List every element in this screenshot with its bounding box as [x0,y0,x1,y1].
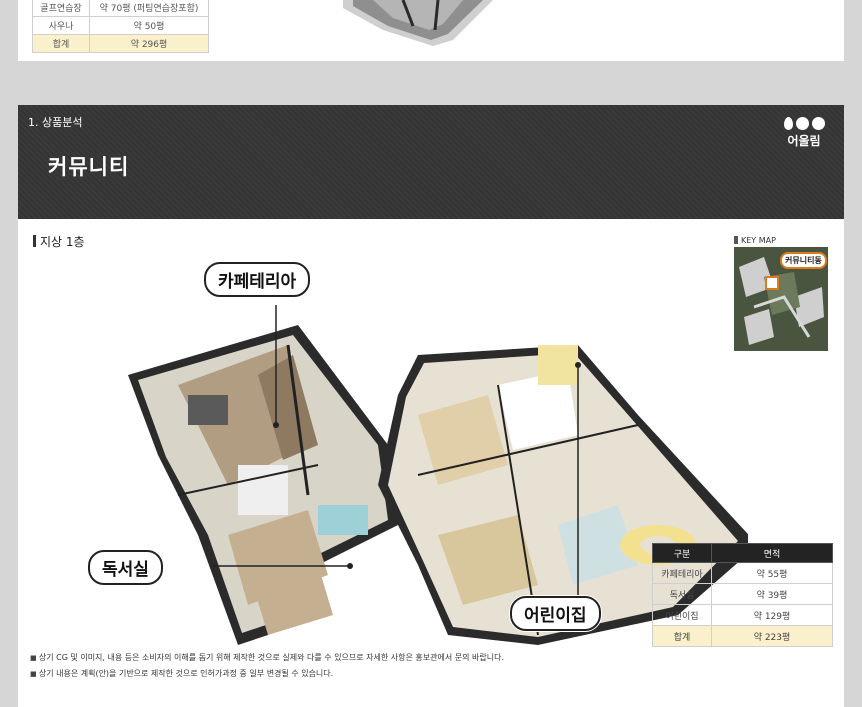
floor-label: 지상 1층 [33,233,85,250]
table-row: 카페테리아 약 55평 [652,562,833,584]
header-banner: 1. 상품분석 커뮤니티 어울림 [18,105,844,219]
table-row-total: 합계 약 223평 [652,625,833,647]
key-map-badge: 커뮤니티동 [780,252,827,269]
footnote: 상기 CG 및 이미지, 내용 등은 소비자의 이해를 돕기 위해 제작한 것으… [30,650,504,666]
footnotes: 상기 CG 및 이미지, 내용 등은 소비자의 이해를 돕기 위해 제작한 것으… [30,650,504,682]
table-row: 어린이집 약 129평 [652,604,833,626]
table-row: 골프연습장 약 70평 (퍼팅연습장포함) [32,0,209,17]
key-map: KEY MAP 커뮤니티동 [734,236,828,351]
logo-dots-icon [778,117,830,130]
table-row: 독서실 약 39평 [652,583,833,605]
table-header-row: 구분 면적 [652,543,833,563]
callout-daycare: 어린이집 [510,596,601,631]
table-cell: 사우나 [32,16,90,35]
callout-reading-room: 독서실 [88,550,163,585]
left-wing [128,325,398,645]
table-header: 구분 [652,543,712,563]
table-cell: 약 50평 [89,16,209,35]
table-cell: 골프연습장 [32,0,90,17]
table-cell: 어린이집 [652,604,712,626]
table-cell: 약 55평 [711,562,833,584]
table-cell: 약 39평 [711,583,833,605]
area-table: 구분 면적 카페테리아 약 55평 독서실 약 39평 어린이집 약 129평 … [652,543,833,647]
table-cell: 약 129평 [711,604,833,626]
community-page: 1. 상품분석 커뮤니티 어울림 지상 1층 [18,105,844,707]
callout-cafeteria: 카페테리아 [204,262,311,297]
previous-floorplan-fragment [343,0,493,46]
table-cell: 독서실 [652,583,712,605]
brand-logo: 어울림 [778,117,830,151]
table-row: 사우나 약 50평 [32,16,209,35]
page-title: 커뮤니티 [48,155,130,179]
footnote: 상기 내용은 계획(안)을 기반으로 제작한 것으로 인허가과정 중 일부 변경… [30,666,504,682]
table-cell: 합계 [32,34,90,53]
section-label: 1. 상품분석 [28,116,83,129]
logo-text: 어울림 [787,134,821,148]
table-row-total: 합계 약 296평 [32,34,209,53]
table-cell: 약 70평 (퍼팅연습장포함) [89,0,209,17]
key-map-title: KEY MAP [734,236,828,245]
table-cell: 카페테리아 [652,562,712,584]
table-cell: 합계 [652,625,712,647]
table-cell: 약 296평 [89,34,209,53]
table-header: 면적 [711,543,833,563]
table-cell: 약 223평 [711,625,833,647]
previous-page-fragment: 골프연습장 약 70평 (퍼팅연습장포함) 사우나 약 50평 합계 약 296… [18,0,844,61]
top-area-table: 골프연습장 약 70평 (퍼팅연습장포함) 사우나 약 50평 합계 약 296… [32,0,209,53]
key-map-image: 커뮤니티동 [734,247,828,351]
